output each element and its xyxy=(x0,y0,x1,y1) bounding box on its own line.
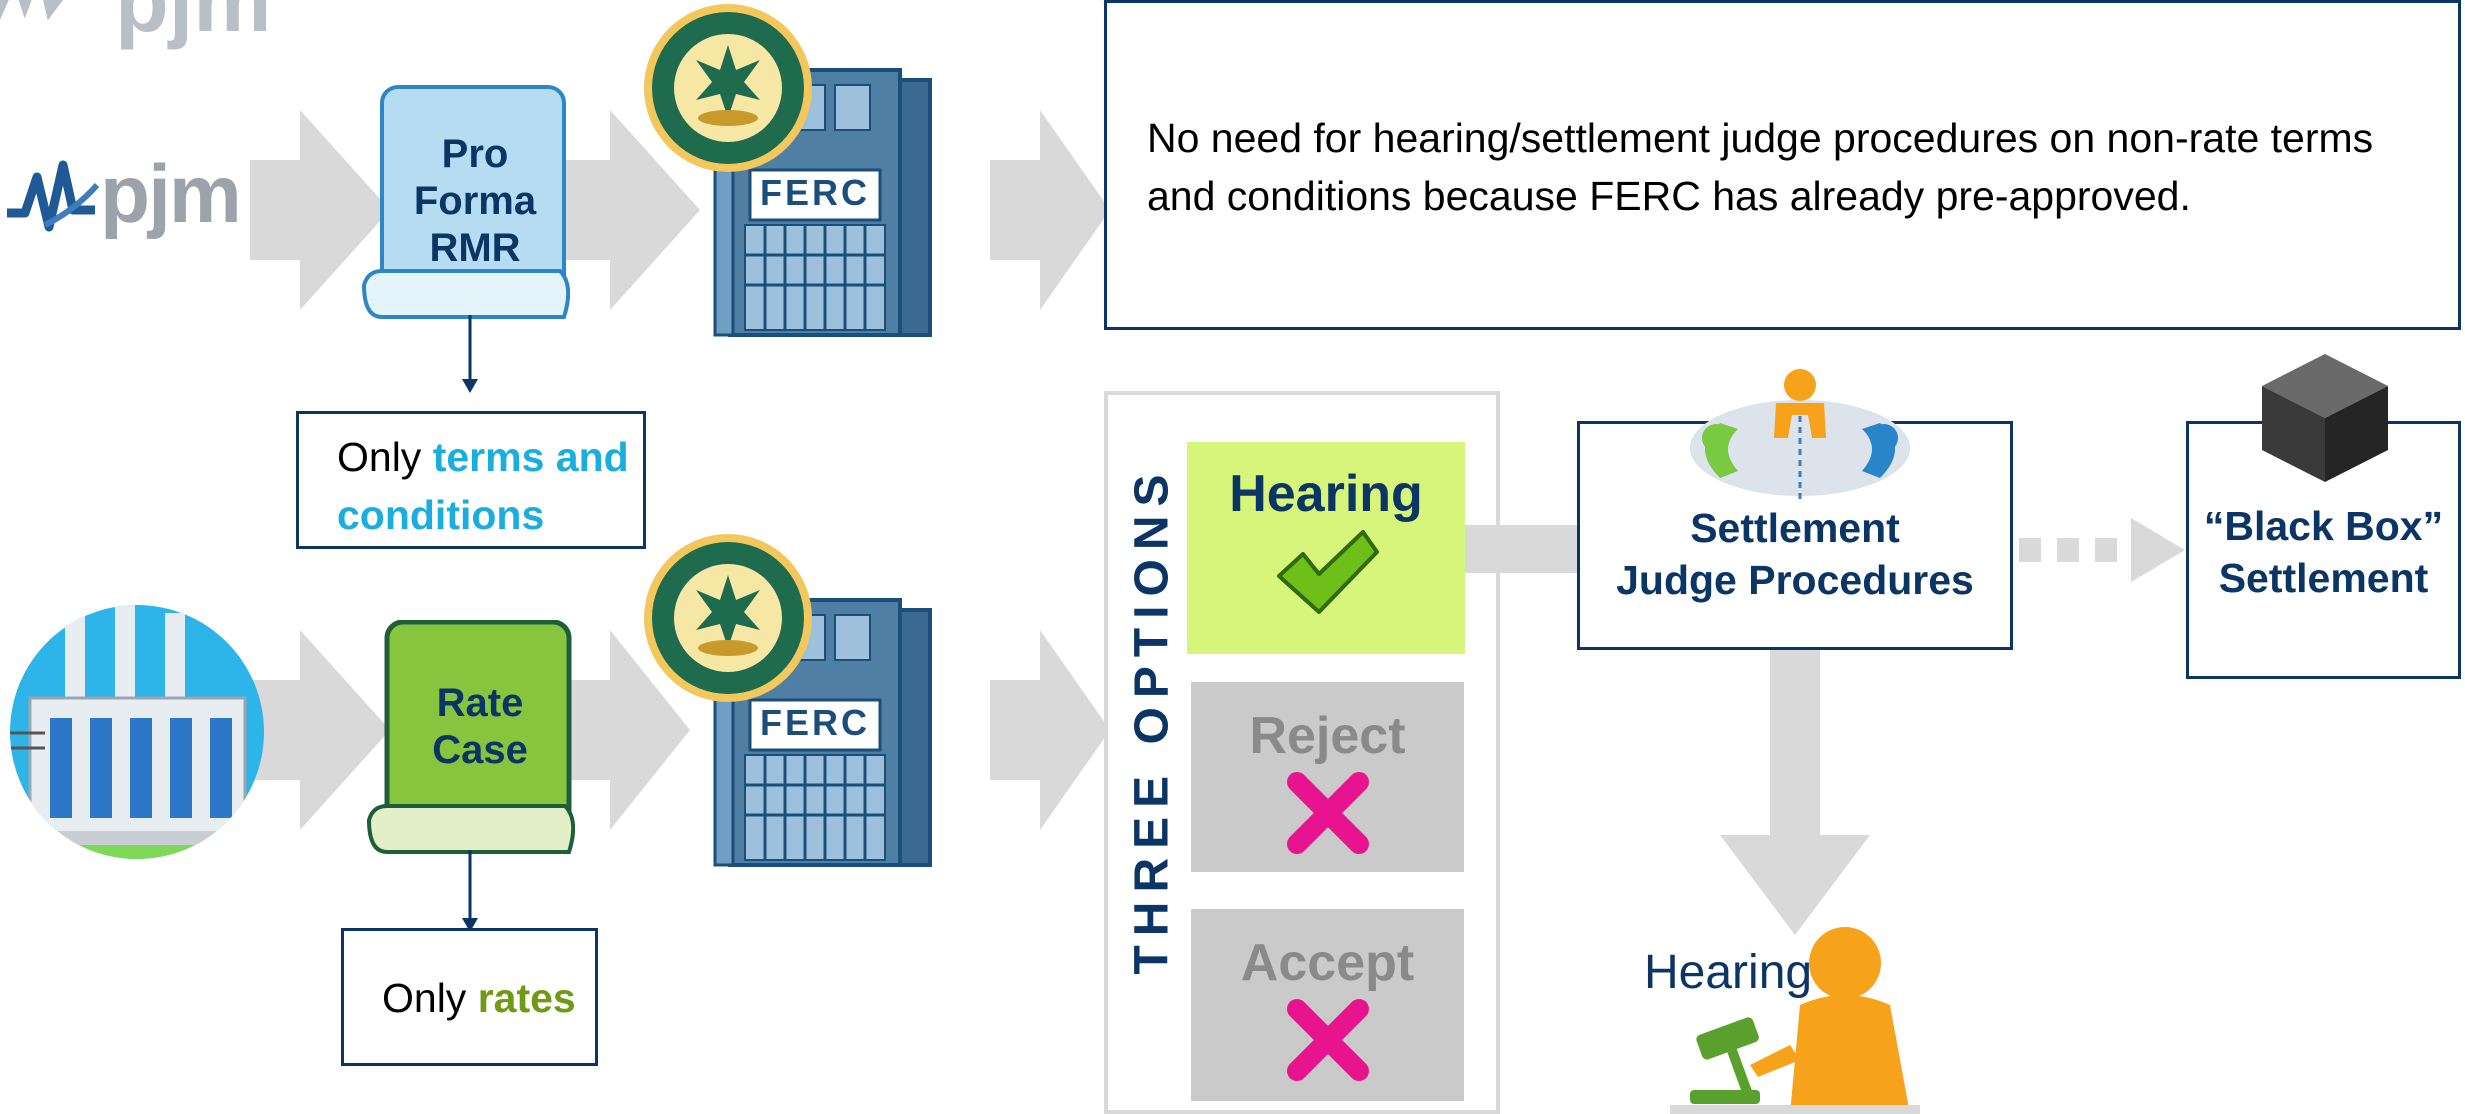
doc-line-pro: Pro xyxy=(441,132,509,176)
check-mark-icon xyxy=(1277,530,1379,614)
hearing-outcome-label: Hearing xyxy=(1644,946,1813,999)
power-plant-icon xyxy=(5,603,270,861)
option-reject-label: Reject xyxy=(1249,707,1406,765)
option-accept-label: Accept xyxy=(1240,934,1415,992)
ferc-number-text: 888 xyxy=(950,782,974,798)
document-scroll-icon xyxy=(366,620,575,854)
row1-down-connector xyxy=(462,315,478,393)
callout-prefix: Only xyxy=(337,434,433,480)
pjm-logo-top-text: pjm xyxy=(115,0,272,50)
row1-arrow-1 xyxy=(250,110,390,310)
doc-line-forma: Forma xyxy=(413,179,537,223)
rate-case-document: Rate Case xyxy=(365,620,575,860)
doc-line-rate: Rate xyxy=(436,681,524,725)
hearing-to-settlement-connector xyxy=(1465,525,1580,573)
settlement-line-2: Judge Procedures xyxy=(1616,557,1974,603)
doc-line-rmr: RMR xyxy=(429,226,521,270)
settlement-to-blackbox-arrow xyxy=(2019,518,2185,582)
pjm-logo-mark-icon xyxy=(0,0,64,21)
callout-highlight-terms: terms and conditions xyxy=(337,434,629,538)
pjm-logo-swoosh-icon xyxy=(7,160,100,232)
pjm-logo-main-text: pjm xyxy=(100,149,242,240)
judge-gavel-icon xyxy=(1670,927,1920,1114)
ferc-number-text: 888 xyxy=(950,252,974,268)
power-plant-illustration xyxy=(10,605,264,859)
settlement-judge-procedures-box: Settlement Judge Procedures xyxy=(1577,421,2013,650)
document-scroll-icon xyxy=(361,85,570,319)
black-cube-icon xyxy=(2262,354,2388,482)
row2-flow-arrows xyxy=(240,630,1110,830)
doe-seal-icon xyxy=(644,534,812,702)
black-box-line-2: Settlement xyxy=(2218,555,2429,601)
pre-approved-statement-box: No need for hearing/settlement judge pro… xyxy=(1104,0,2461,330)
pjm-logo-main: pjm ® xyxy=(5,149,275,250)
option-hearing-label: Hearing xyxy=(1229,465,1423,523)
cross-mark-icon xyxy=(1286,772,1369,854)
option-reject: Reject xyxy=(1191,682,1464,872)
row1-arrow-2 xyxy=(550,110,700,310)
black-box-line-1: “Black Box” xyxy=(2203,503,2444,549)
callout-rates: Only rates xyxy=(341,928,598,1066)
settlement-to-hearing-arrow xyxy=(1720,650,1870,935)
pre-approved-statement: No need for hearing/settlement judge pro… xyxy=(1147,115,2374,219)
callout-highlight-rates: rates xyxy=(477,975,576,1021)
ferc-sign-text: FERC xyxy=(760,172,870,213)
doc-line-case: Case xyxy=(432,728,528,772)
cross-mark-icon xyxy=(1286,999,1369,1081)
mediation-people-icon xyxy=(1690,369,1910,503)
pro-forma-rmr-document: Pro Forma RMR xyxy=(360,85,570,325)
row1-flow-arrows xyxy=(250,110,1110,310)
row2-arrow-2 xyxy=(560,630,690,830)
row2-arrow-1 xyxy=(240,630,390,830)
callout-terms-and-conditions: Only terms and conditions xyxy=(296,411,646,549)
ferc-building-row1: FERC 888 xyxy=(640,0,990,340)
settlement-line-1: Settlement xyxy=(1690,505,1900,551)
ferc-building-row2: FERC 888 xyxy=(640,530,990,870)
three-options-label-wrap: THREE OPTIONS xyxy=(1107,460,1197,980)
row2-arrow-3 xyxy=(990,630,1110,830)
callout-prefix: Only xyxy=(382,975,478,1021)
row2-down-connector xyxy=(462,850,478,932)
option-accept: Accept xyxy=(1191,909,1464,1101)
ferc-sign-text: FERC xyxy=(760,702,870,743)
option-hearing: Hearing xyxy=(1187,442,1465,654)
three-options-label: THREE OPTIONS xyxy=(1125,465,1179,975)
row1-arrow-3 xyxy=(990,110,1110,310)
doe-seal-icon xyxy=(644,4,812,172)
